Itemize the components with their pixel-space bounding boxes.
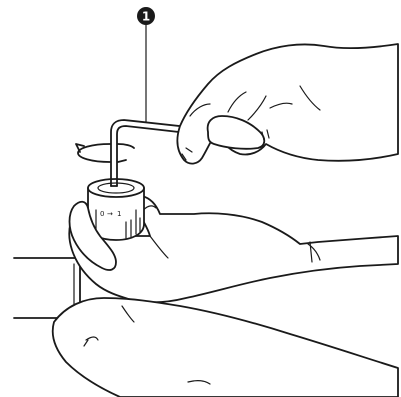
holding-thumb — [68, 200, 117, 271]
adjustment-knob: 0 → 1 — [87, 178, 145, 241]
hex-key — [110, 119, 217, 187]
knob-mark-0: 0 — [100, 210, 104, 218]
knob-arrow: → — [107, 210, 113, 218]
forearm — [51, 297, 399, 397]
callout-1: 1 — [137, 7, 155, 122]
callout-badge — [137, 7, 155, 25]
callout-number: 1 — [142, 10, 150, 24]
upper-hand — [176, 43, 399, 165]
knob-mark-1: 1 — [117, 210, 121, 218]
rotation-arrow-icon — [75, 143, 135, 163]
